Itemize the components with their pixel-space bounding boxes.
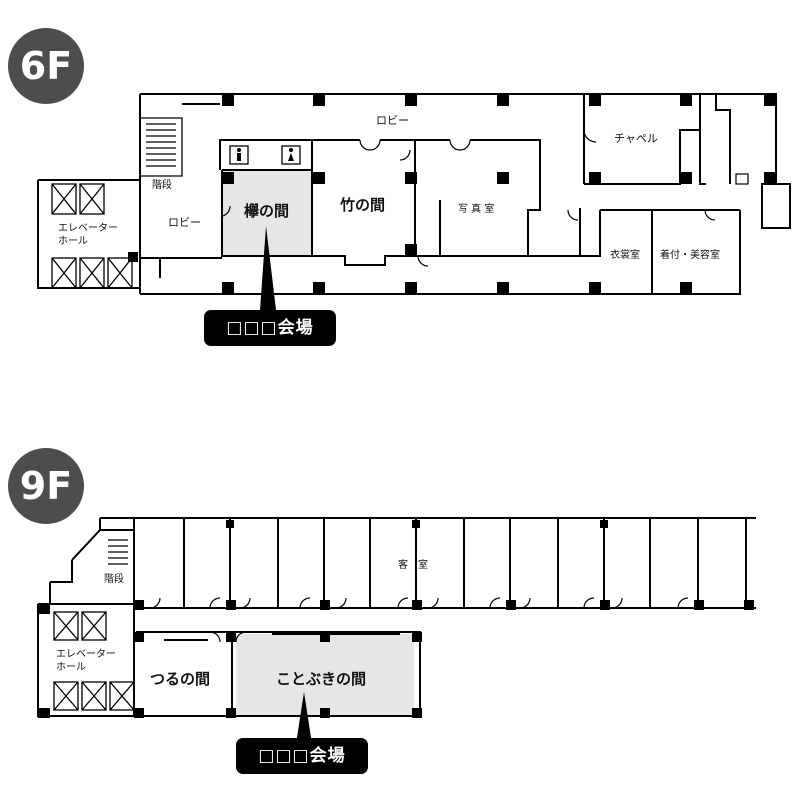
venue-callout-9f: □□□会場 [236,738,368,774]
door-swing-icon [221,129,716,267]
chapel-label: チャペル [614,132,658,145]
tsuru-room-label: つるの間 [150,670,211,688]
floor-9-plan [37,517,756,744]
elevators-9f [53,611,135,711]
stairs-label-9f: 階段 [104,574,124,585]
costume-room-label: 衣裳室 [610,250,640,261]
pillars-9f [38,520,754,718]
lobby-main-label: ロビー [376,114,409,127]
inner-walls-6f [159,94,740,294]
door-swing-icon [149,597,689,643]
guest-room-walls [164,518,747,716]
kotobuki-room-highlight [236,634,414,716]
venue-pointer-9f [296,692,312,744]
floor-6-plan [37,93,791,310]
stairs-label-6f: 階段 [152,180,172,191]
kotobuki-room-label: ことぶきの間 [276,670,367,688]
guest-rooms-label: 客 室 [398,560,428,571]
photo-studio-label: 写 真 室 [458,204,495,215]
floor-9-badge: 9F [8,448,84,524]
pillars-6f [128,94,776,294]
dressing-room-label: 着付・美容室 [660,250,720,261]
stairs-6f [140,117,183,177]
venue-pointer-6f [260,226,276,310]
elevator-hall-label-9f: エレベーター ホール [56,649,116,673]
elevator-hall-label-6f: エレベーター ホール [58,223,118,247]
take-room-label: 竹の間 [340,196,386,214]
stairs-9f [100,529,134,565]
altar [735,173,749,185]
floor-6-badge: 6F [8,28,84,104]
restroom-male-icon [229,145,249,165]
elevators-6f [51,183,133,289]
restroom-female-icon [281,145,301,165]
lobby-left-label: ロビー [168,216,201,229]
keyaki-room-label: 欅の間 [244,202,290,220]
venue-callout-6f: □□□会場 [204,310,336,346]
